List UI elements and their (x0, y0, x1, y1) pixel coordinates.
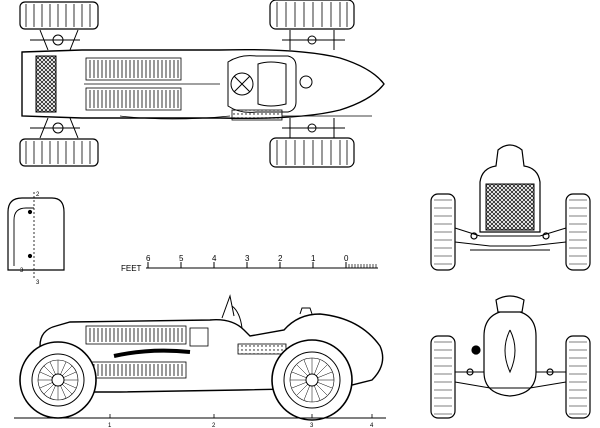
scale-tick-3: 3 (245, 254, 250, 263)
front-view (430, 144, 591, 271)
plan-view (19, 0, 385, 168)
side-front-wheel (19, 341, 97, 419)
section-mark-1: 2 (36, 192, 40, 198)
plan-rear-right-wheel (269, 137, 355, 168)
rear-view (430, 295, 591, 419)
rear-right-wheel (565, 335, 591, 419)
side-view (14, 294, 386, 421)
section-view (7, 192, 65, 278)
scale-tick-0: 0 (344, 254, 349, 263)
side-rear-wheel (271, 339, 353, 421)
scale-tick-2: 2 (278, 254, 283, 263)
front-radiator-grille (485, 183, 535, 231)
rear-left-wheel (430, 335, 456, 419)
section-mark-3: 3 (36, 280, 40, 286)
front-axle (454, 227, 567, 247)
plan-hood-louvers (84, 57, 220, 111)
scale-tick-6: 6 (146, 254, 151, 263)
scale-bar (146, 262, 378, 269)
side-fuel-cap (299, 307, 313, 315)
side-windscreen (221, 294, 235, 319)
scale-tick-1: 1 (311, 254, 316, 263)
side-exhaust-plate (237, 343, 287, 355)
ground-mark-2: 2 (212, 423, 216, 428)
rear-axle (454, 371, 567, 389)
scale-tick-4: 4 (212, 254, 217, 263)
ground-mark-4: 4 (370, 423, 374, 428)
rear-tail (483, 309, 537, 397)
side-exhaust-pipe (113, 348, 191, 358)
ground-mark-1: 1 (108, 423, 112, 428)
ground-mark-3: 3 (310, 423, 314, 428)
scale-tick-5: 5 (179, 254, 184, 263)
section-mark-2: 3 (20, 268, 24, 274)
plan-suspension (30, 29, 345, 139)
scale-unit-label: FEET (121, 264, 142, 273)
plan-rear-left-wheel (269, 0, 355, 30)
plan-front-right-wheel (19, 138, 99, 167)
section-outline (7, 197, 65, 271)
plan-cockpit (227, 55, 313, 113)
side-steering-wheel (231, 305, 243, 329)
plan-exhaust-plate (231, 109, 283, 121)
plan-front-left-wheel (19, 1, 99, 30)
plan-radiator-grille (35, 55, 57, 113)
